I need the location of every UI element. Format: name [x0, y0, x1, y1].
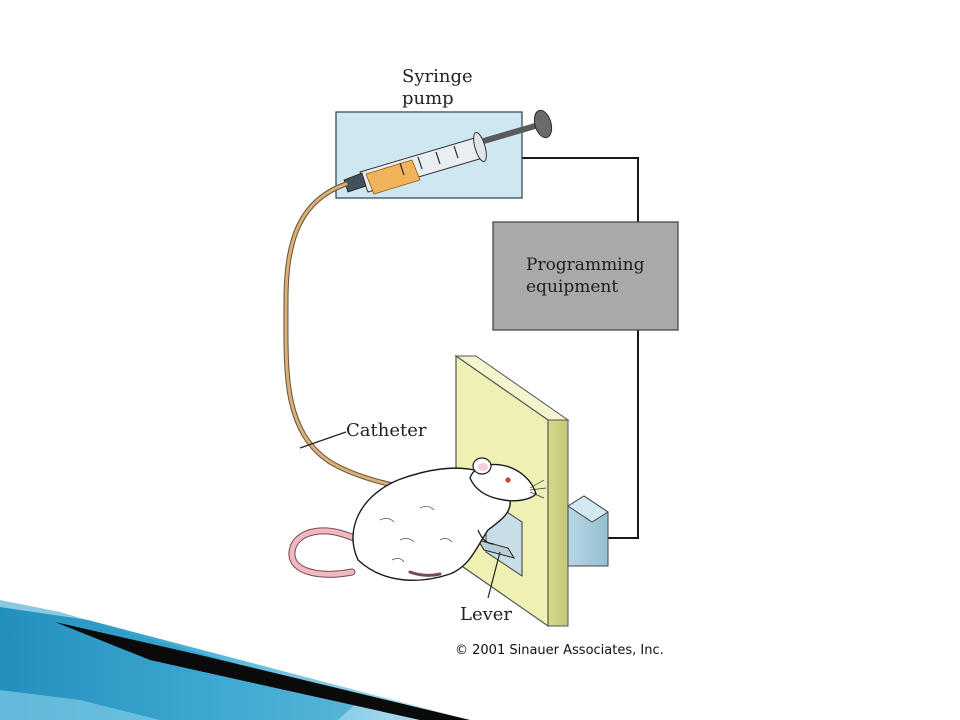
copyright-notice: © 2001 Sinauer Associates, Inc.	[455, 643, 664, 658]
lever-label: Lever	[460, 604, 512, 625]
syringe	[343, 109, 553, 195]
programming-label-line2: equipment	[526, 277, 618, 297]
control-wiring	[520, 157, 639, 539]
programming-equipment-box	[492, 221, 679, 331]
programming-label-line1: Programming	[526, 255, 645, 275]
lever-housing	[567, 495, 609, 567]
catheter-label: Catheter	[346, 420, 427, 441]
slide-corner-decoration	[0, 600, 470, 720]
catheter-leader	[299, 431, 347, 449]
label-leader-lines	[299, 431, 501, 599]
syringe-pump-label-line2: pump	[402, 88, 454, 109]
rat-illustration	[288, 457, 547, 581]
lever-leader	[487, 551, 501, 599]
lever	[476, 539, 516, 559]
syringe-pump-label-line1: Syringe	[402, 66, 473, 87]
